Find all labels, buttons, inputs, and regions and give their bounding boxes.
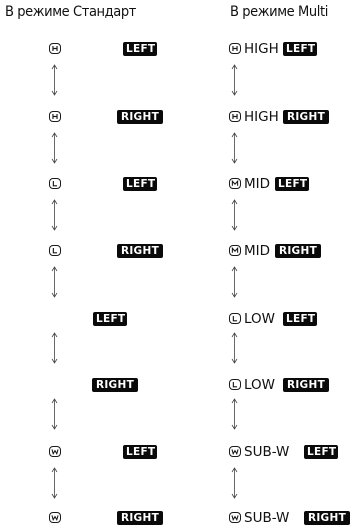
up-down-arrow-icon bbox=[50, 397, 59, 431]
up-down-arrow-icon bbox=[50, 331, 59, 365]
sub-w-label: SUB-W bbox=[244, 510, 290, 526]
right-badge: RIGHT bbox=[283, 378, 329, 392]
mid-label: MID bbox=[244, 176, 271, 192]
up-down-arrow-icon bbox=[50, 131, 59, 165]
left-badge: LEFT bbox=[304, 445, 338, 459]
left-badge: LEFT bbox=[123, 177, 157, 191]
up-down-arrow-icon bbox=[50, 466, 59, 500]
left-badge: LEFT bbox=[93, 312, 127, 326]
up-down-arrow-icon bbox=[50, 265, 59, 299]
woofer-icon bbox=[49, 446, 61, 457]
right-badge: RIGHT bbox=[117, 110, 163, 124]
right-badge: RIGHT bbox=[283, 110, 329, 124]
low-icon bbox=[49, 178, 61, 189]
up-down-arrow-icon bbox=[50, 63, 59, 97]
high-icon bbox=[49, 111, 61, 122]
right-badge: RIGHT bbox=[275, 244, 321, 258]
mid-icon bbox=[229, 178, 241, 189]
low-label: LOW bbox=[244, 377, 276, 393]
high-icon bbox=[229, 111, 241, 122]
low-icon bbox=[49, 245, 61, 256]
mid-label: MID bbox=[244, 243, 271, 259]
up-down-arrow-icon bbox=[50, 198, 59, 232]
woofer-icon bbox=[229, 446, 241, 457]
left-badge: LEFT bbox=[123, 42, 157, 56]
multi-mode-header: В режиме Multi bbox=[230, 4, 328, 20]
standard-mode-header: В режиме Стандарт bbox=[5, 4, 136, 20]
high-label: HIGH bbox=[244, 109, 279, 125]
right-badge: RIGHT bbox=[117, 511, 163, 525]
left-badge: LEFT bbox=[283, 312, 317, 326]
woofer-icon bbox=[229, 512, 241, 523]
right-badge: RIGHT bbox=[304, 511, 350, 525]
up-down-arrow-icon bbox=[230, 63, 239, 97]
low-label: LOW bbox=[244, 311, 276, 327]
sub-w-label: SUB-W bbox=[244, 444, 290, 460]
right-badge: RIGHT bbox=[92, 378, 138, 392]
up-down-arrow-icon bbox=[230, 331, 239, 365]
high-label: HIGH bbox=[244, 41, 279, 57]
left-badge: LEFT bbox=[275, 177, 309, 191]
up-down-arrow-icon bbox=[230, 466, 239, 500]
left-badge: LEFT bbox=[123, 445, 157, 459]
right-badge: RIGHT bbox=[117, 244, 163, 258]
low-icon bbox=[229, 379, 241, 390]
mid-icon bbox=[229, 245, 241, 256]
left-badge: LEFT bbox=[283, 42, 317, 56]
low-icon bbox=[229, 313, 241, 324]
woofer-icon bbox=[49, 512, 61, 523]
high-icon bbox=[49, 43, 61, 54]
up-down-arrow-icon bbox=[230, 198, 239, 232]
up-down-arrow-icon bbox=[230, 397, 239, 431]
up-down-arrow-icon bbox=[230, 131, 239, 165]
up-down-arrow-icon bbox=[230, 265, 239, 299]
high-icon bbox=[229, 43, 241, 54]
